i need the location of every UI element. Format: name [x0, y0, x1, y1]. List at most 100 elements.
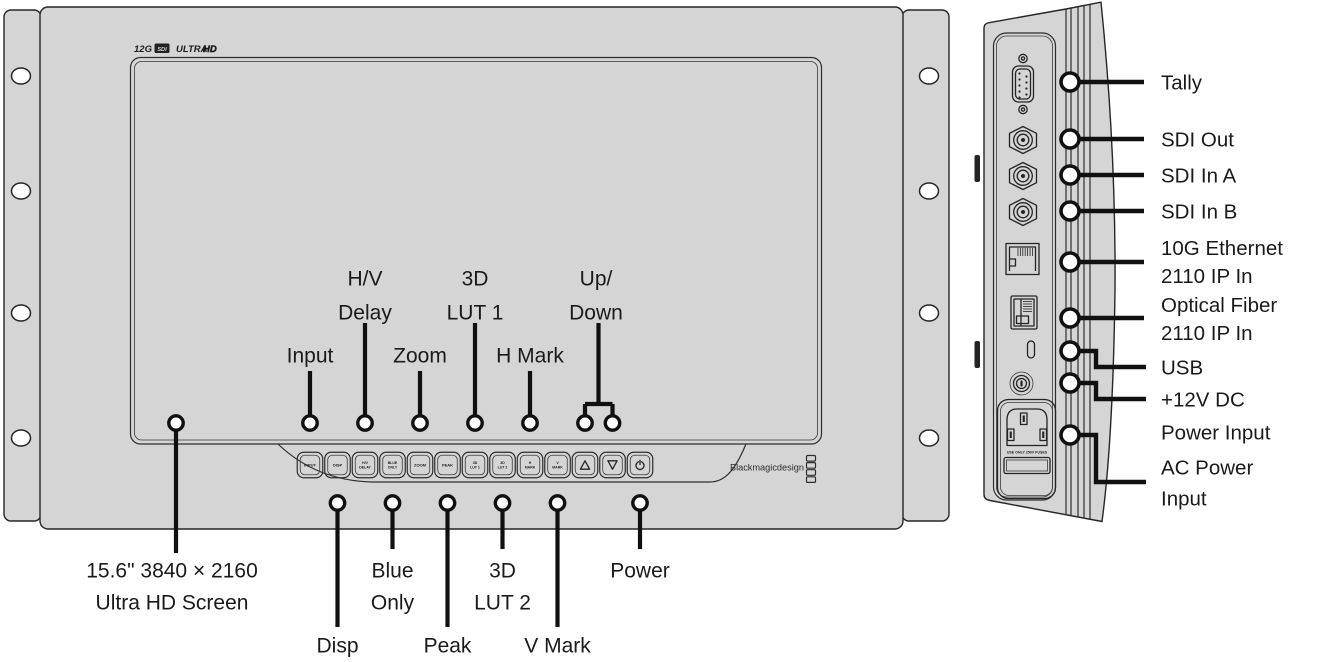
label-ethernet-1: 10G Ethernet: [1161, 237, 1283, 260]
down-triangle-icon: [607, 460, 618, 470]
power-button: [626, 451, 654, 479]
side-callout-lines: [1059, 71, 1146, 485]
callout-label-lut2: LUT 2: [474, 592, 531, 615]
side-view: USE ONLY 250V FUSES Ta: [974, 1, 1283, 523]
callout-label-h-mark: H Mark: [496, 345, 564, 368]
callout-label-only: Only: [371, 592, 415, 615]
logo-sdi-text: SDI: [157, 47, 167, 53]
callout-label-screen-1: 15.6" 3840 × 2160: [86, 560, 258, 583]
callout-circle-tally: [1059, 71, 1081, 93]
svg-text:MARK: MARK: [525, 466, 536, 470]
logo-hd-text: HD: [203, 44, 217, 55]
svg-text:ONLY: ONLY: [388, 466, 398, 470]
label-dc-1: +12V DC: [1161, 389, 1245, 412]
usb-port: [1026, 340, 1036, 359]
callout-label-peak: Peak: [424, 635, 472, 658]
brand-logo: Blackmagicdesign: [730, 454, 817, 483]
sdi-logo-box: [154, 43, 170, 53]
callout-circle-lut2: [493, 494, 512, 512]
callout-label-up: Up/: [580, 268, 613, 291]
callout-circle-sdi-out: [1059, 128, 1081, 150]
callout-circle-sdi-in-a: [1059, 164, 1081, 186]
callout-label-power: Power: [610, 560, 670, 583]
side-mount-tab-bottom: [974, 341, 980, 368]
callout-circle-down: [603, 414, 622, 432]
svg-text:INPUT: INPUT: [304, 462, 317, 467]
label-optical-2: 2110 IP In: [1161, 322, 1253, 345]
screen-inner-border: [134, 61, 818, 441]
callout-circle-blue-only: [383, 494, 402, 512]
svg-text:H: H: [529, 461, 532, 465]
connector-panel-inner: [996, 35, 1053, 498]
fuse-drawer: [1003, 456, 1051, 475]
callout-circle-usb: [1059, 340, 1081, 362]
sdi-in-b-port: [1008, 197, 1038, 227]
label-ethernet-2: 2110 IP In: [1161, 265, 1253, 288]
svg-text:MARK: MARK: [552, 466, 563, 470]
svg-text:LUT 1: LUT 1: [470, 466, 480, 470]
button-tray: [277, 443, 747, 483]
up-triangle-icon: [579, 460, 591, 470]
svg-text:3D: 3D: [500, 461, 505, 465]
callout-circle-dc: [1059, 372, 1081, 394]
callout-label-down: Down: [569, 302, 623, 325]
label-ac-2: Input: [1161, 488, 1207, 511]
logo-ultra-text: ULTRA: [176, 44, 208, 55]
callout-circle-ac: [1059, 424, 1081, 446]
svg-text:PEAK: PEAK: [442, 462, 453, 467]
side-mount-tab-top: [974, 155, 980, 182]
lut1-button: 3D LUT 1: [461, 451, 489, 479]
optical-fiber-port: [1010, 295, 1038, 330]
callout-label-disp: Disp: [316, 635, 358, 658]
label-tally: Tally: [1161, 72, 1203, 95]
front-callout-labels-above: Input H/V Delay Zoom 3D LUT 1 H Mark Up/…: [287, 268, 623, 368]
fuse-warning-text: USE ONLY 250V FUSES: [1007, 451, 1048, 455]
label-ac-1: AC Power: [1161, 457, 1253, 480]
disp-button: DISP: [324, 451, 351, 479]
power-icon: [635, 459, 645, 471]
logo-12g-text: 12G: [134, 44, 153, 55]
callout-circle-up: [576, 414, 594, 432]
tally-port: [1011, 53, 1035, 115]
label-optical-1: Optical Fiber: [1161, 294, 1277, 317]
screen: [129, 56, 823, 445]
callout-circle-screen: [167, 414, 185, 432]
callout-circle-ethernet: [1059, 251, 1081, 273]
side-body: [983, 1, 1116, 523]
sdi-out-port: [1008, 125, 1038, 155]
callout-label-hv: H/V: [347, 268, 382, 291]
model-logo: 12G SDI ULTRA HD: [134, 43, 217, 55]
callout-label-screen-2: Ultra HD Screen: [96, 592, 249, 615]
svg-text:DISP: DISP: [333, 462, 343, 467]
callout-circle-zoom: [411, 414, 429, 432]
blue-only-button: BLUE ONLY: [379, 451, 406, 479]
callout-label-input: Input: [287, 345, 334, 368]
callout-label-zoom: Zoom: [393, 345, 447, 368]
svg-text:DELAY: DELAY: [359, 466, 371, 470]
dc-power-port: [1009, 371, 1034, 396]
ac-power-module: USE ONLY 250V FUSES: [996, 398, 1057, 500]
front-callout-lines: [167, 323, 649, 627]
svg-text:LUT 2: LUT 2: [498, 466, 508, 470]
front-panel-body: [39, 6, 904, 530]
hv-delay-button: H/V DELAY: [351, 451, 379, 479]
zoom-button: ZOOM: [406, 451, 434, 479]
callout-label-delay: Delay: [338, 302, 392, 325]
sdi-in-a-port: [1008, 161, 1038, 191]
input-button: INPUT: [296, 451, 324, 479]
label-sdi-in-a: SDI In A: [1161, 165, 1237, 188]
side-callout-labels: Tally SDI Out SDI In A SDI In B 10G Ethe…: [1161, 72, 1283, 511]
callout-circle-h-mark: [521, 414, 539, 432]
label-usb: USB: [1161, 357, 1203, 380]
h-mark-button: H MARK: [516, 451, 544, 479]
callout-label-lut1: LUT 1: [447, 302, 504, 325]
callout-circle-v-mark: [548, 494, 567, 512]
callout-circle-lut1: [466, 414, 484, 432]
callout-label-3d2: 3D: [489, 560, 516, 583]
svg-text:3D: 3D: [473, 461, 478, 465]
svg-text:H/V: H/V: [362, 461, 369, 465]
connector-panel: [992, 32, 1057, 501]
lut2-button: 3D LUT 2: [489, 451, 516, 479]
up-button: [571, 451, 599, 479]
